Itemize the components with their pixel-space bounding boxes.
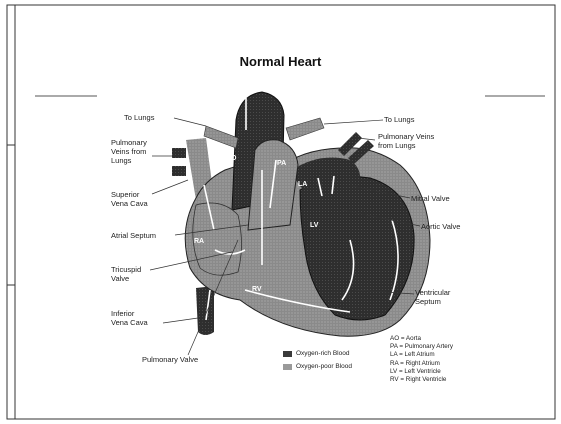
- abbr-la: LA = Left Atrium: [390, 351, 453, 359]
- abbr-rv: RV = Right Ventricle: [390, 376, 453, 384]
- label-atrial-septum: Atrial Septum: [111, 231, 156, 240]
- legend-swatch-oxygen-poor: [283, 364, 292, 370]
- label-tricuspid-valve: Tricuspid Valve: [111, 265, 141, 283]
- legend-oxygen-poor: Oxygen-poor Blood: [283, 363, 352, 370]
- abbr-lv: LV = Left Ventricle: [390, 368, 453, 376]
- legend-label-oxygen-rich: Oxygen-rich Blood: [296, 350, 349, 357]
- label-aortic-valve: Aortic Valve: [421, 222, 460, 231]
- legend-oxygen-rich: Oxygen-rich Blood: [283, 350, 349, 357]
- label-pulmonary-veins-left: Pulmonary Veins from Lungs: [111, 138, 147, 165]
- label-to-lungs-right: To Lungs: [384, 115, 414, 124]
- label-to-lungs-left: To Lungs: [124, 113, 154, 122]
- label-mitral-valve: Mitral Valve: [411, 194, 450, 203]
- abbr-ra: RA = Right Atrium: [390, 360, 453, 368]
- abbr-pa: PA = Pulmonary Artery: [390, 343, 453, 351]
- label-pulmonary-veins-right: Pulmonary Veins from Lungs: [378, 132, 434, 150]
- label-superior-vena-cava: Superior Vena Cava: [111, 190, 148, 208]
- legend-swatch-oxygen-rich: [283, 351, 292, 357]
- abbr-ao: AO = Aorta: [390, 335, 453, 343]
- legend-label-oxygen-poor: Oxygen-poor Blood: [296, 363, 352, 370]
- label-pulmonary-valve: Pulmonary Valve: [142, 355, 198, 364]
- abbreviation-key: AO = Aorta PA = Pulmonary Artery LA = Le…: [390, 335, 453, 384]
- label-ventricular-septum: Ventricular Septum: [415, 288, 450, 306]
- label-inferior-vena-cava: Inferior Vena Cava: [111, 309, 148, 327]
